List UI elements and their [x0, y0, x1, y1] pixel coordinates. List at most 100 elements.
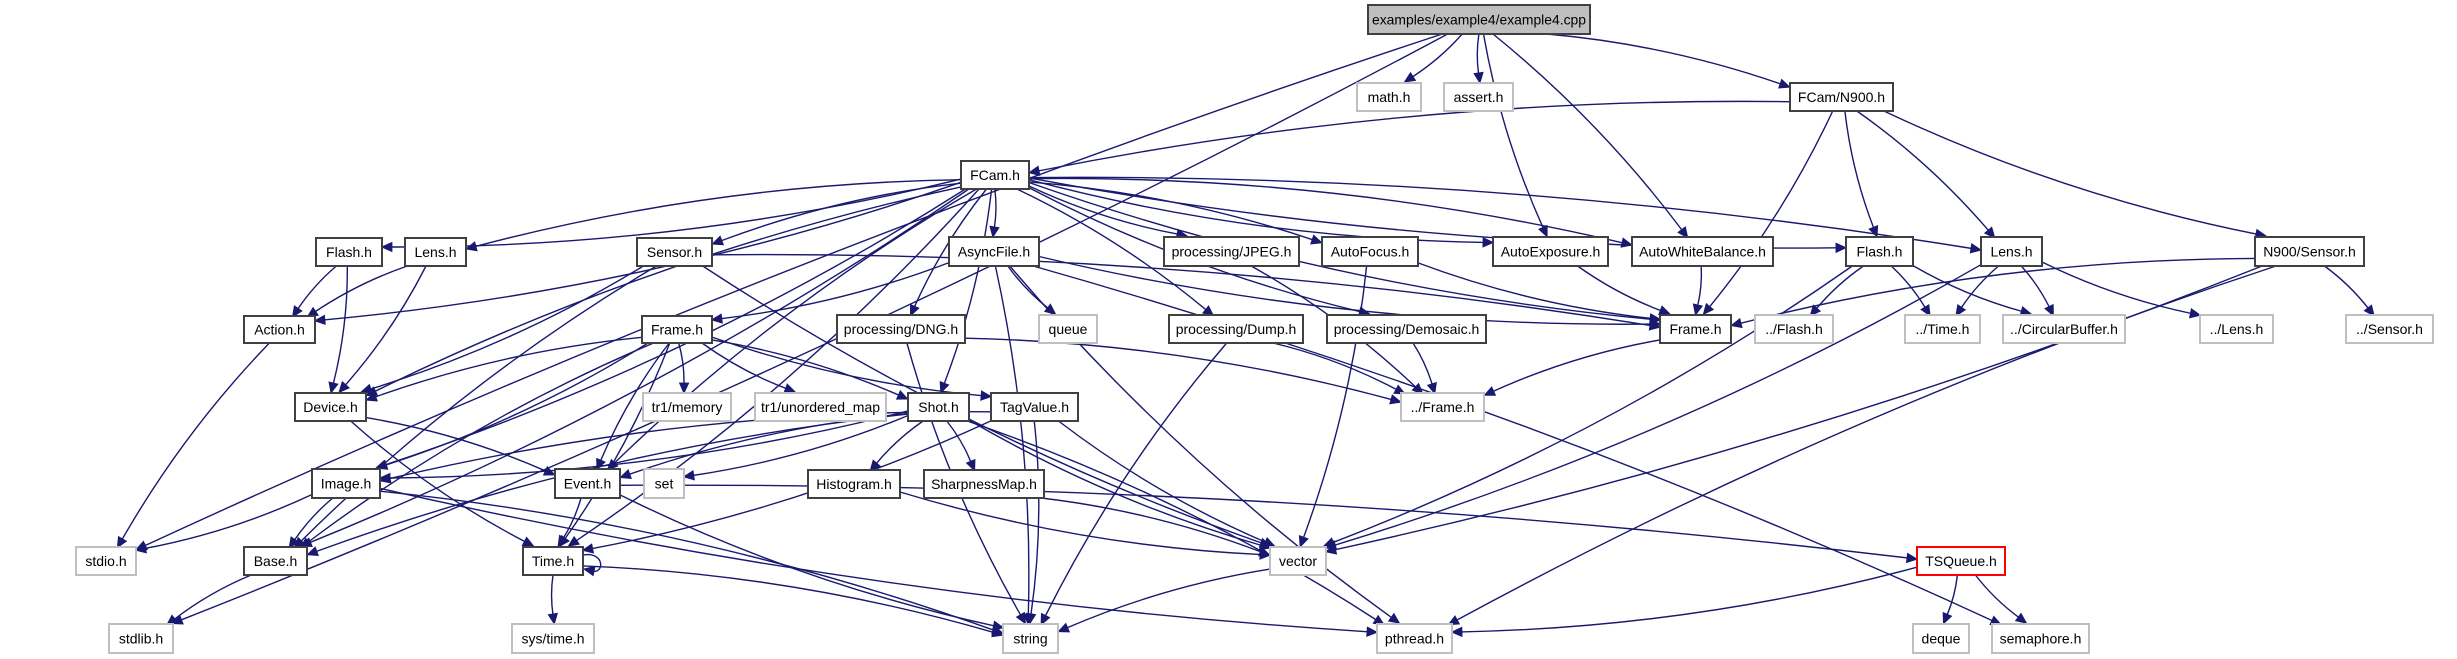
edge-line — [1028, 185, 1179, 235]
node-time-h-time[interactable]: Time.h — [522, 546, 584, 576]
node-base-h-base[interactable]: Base.h — [243, 546, 308, 576]
node-tr1-memory-tr1mem: tr1/memory — [642, 392, 732, 422]
node-box — [636, 237, 713, 267]
node-processing-jpeg-h-jpeg[interactable]: processing/JPEG.h — [1163, 236, 1300, 267]
node-fcam-h-fcam[interactable]: FCam.h — [960, 160, 1030, 190]
node-label: FCam/N900.h — [1798, 89, 1885, 105]
edge-device-to-time — [350, 420, 535, 547]
edge-tagvalue-to-time — [581, 420, 992, 554]
edge-line — [591, 420, 992, 550]
edge-line — [365, 416, 547, 472]
node-flash-h-flashL[interactable]: Flash.h — [315, 237, 383, 267]
edge-line — [1815, 265, 1864, 310]
edge-line — [1028, 177, 1624, 244]
arrowhead-icon — [379, 473, 392, 484]
edge-line — [307, 342, 654, 544]
node-sharpnessmap-h-sharpness[interactable]: SharpnessMap.h — [923, 469, 1045, 499]
node-image-h-image[interactable]: Image.h — [311, 468, 381, 499]
arrowhead-icon — [711, 235, 725, 246]
arrowhead-icon — [134, 543, 148, 554]
node-lens-h-lensR[interactable]: Lens.h — [1980, 236, 2043, 267]
node-n900-sensor-h-n900sensor[interactable]: N900/Sensor.h — [2254, 236, 2365, 267]
node-box — [315, 237, 383, 267]
arrowhead-icon — [521, 536, 535, 547]
node-frame-h-frameR[interactable]: Frame.h — [1659, 314, 1732, 344]
edge-dng-to-dframe — [964, 337, 1402, 405]
edge-line — [1412, 342, 1433, 386]
node-deque-deque: deque — [1912, 623, 1970, 654]
arrowhead-icon — [1027, 165, 1041, 176]
node-box — [522, 546, 584, 576]
edge-time-to-systime — [547, 574, 558, 626]
edge-line — [1708, 110, 1834, 308]
node-box — [1912, 623, 1970, 654]
node-processing-dump-h-dump[interactable]: processing/Dump.h — [1168, 314, 1304, 344]
edge-fcam-to-shot — [939, 188, 993, 394]
edge-line — [550, 574, 554, 616]
node-shot-h-shot[interactable]: Shot.h — [907, 392, 970, 422]
edge-autoexposure-to-frameR — [1577, 265, 1671, 316]
edge-asyncfile-to-queue — [1007, 265, 1057, 315]
edge-line — [379, 490, 995, 631]
node-fcam-n900-h-n900[interactable]: FCam/N900.h — [1789, 82, 1894, 112]
arrowhead-icon — [1298, 534, 1309, 548]
edge-line — [1411, 33, 1463, 78]
node-box — [1321, 236, 1419, 267]
node-tagvalue-h-tagvalue[interactable]: TagValue.h — [990, 392, 1079, 422]
node-autofocus-h-autofocus[interactable]: AutoFocus.h — [1321, 236, 1419, 267]
edge-time-to-string — [582, 565, 1004, 638]
node-box — [294, 392, 367, 422]
node-action-h-action[interactable]: Action.h — [243, 315, 316, 344]
node-frame-h-frameL[interactable]: Frame.h — [641, 315, 713, 344]
node-lens-h-lensL[interactable]: Lens.h — [404, 237, 467, 267]
edge-frameL-to-time — [558, 342, 671, 548]
node-label: Base.h — [254, 553, 298, 569]
arrowhead-icon — [2014, 612, 2028, 624]
edge-demosaic-to-dframe — [1412, 342, 1437, 395]
node-processing-demosaic-h-demosaic[interactable]: processing/Demosaic.h — [1326, 314, 1487, 344]
edge-shot-to-base — [306, 413, 909, 557]
node-examples-example4-example4-cpp-root[interactable]: examples/example4/example4.cpp — [1367, 4, 1591, 35]
edge-sensor-to-device — [360, 265, 644, 394]
arrowhead-icon — [1473, 71, 1484, 85]
edge-line — [144, 33, 1443, 547]
edge-fcam-to-jpeg — [1028, 185, 1189, 240]
arrowhead-icon — [965, 458, 976, 472]
node-autoexposure-h-autoexposure[interactable]: AutoExposure.h — [1492, 236, 1609, 267]
node-label: string — [1013, 631, 1047, 647]
node-asyncfile-h-asyncfile[interactable]: AsyncFile.h — [948, 236, 1040, 267]
edge-event-to-string — [619, 494, 1005, 631]
arrowhead-icon — [1658, 305, 1671, 316]
node-device-h-device[interactable]: Device.h — [294, 392, 367, 422]
edge-line — [994, 265, 1030, 616]
node-frame-h-dframe: ../Frame.h — [1400, 392, 1485, 422]
edge-root-to-assert — [1473, 33, 1484, 85]
node-label: ../Sensor.h — [2356, 321, 2423, 337]
node-box — [1400, 392, 1485, 422]
node-box — [1980, 236, 2043, 267]
edge-line — [2041, 261, 2192, 315]
arrowhead-icon — [619, 469, 632, 479]
edge-line — [474, 179, 962, 248]
node-set-set: set — [643, 468, 685, 499]
edge-line — [309, 188, 970, 544]
edge-line — [1482, 33, 1545, 229]
arrowhead-icon — [1310, 234, 1323, 245]
edge-line — [582, 565, 995, 634]
arrowhead-icon — [1778, 78, 1791, 89]
edge-line — [678, 342, 685, 385]
edge-line — [314, 265, 408, 313]
node-processing-dng-h-dng[interactable]: processing/DNG.h — [836, 314, 966, 344]
node-flash-h-flashR[interactable]: Flash.h — [1845, 236, 1914, 267]
node-sensor-h-dsensor: ../Sensor.h — [2345, 314, 2434, 344]
node-label: Image.h — [321, 476, 372, 492]
edge-line — [720, 182, 962, 242]
node-box — [990, 392, 1079, 422]
node-tsqueue-h-tsqueue[interactable]: TSQueue.h — [1916, 546, 2006, 576]
node-autowhitebalance-h-awb[interactable]: AutoWhiteBalance.h — [1631, 236, 1774, 267]
node-sensor-h-sensor[interactable]: Sensor.h — [636, 237, 713, 267]
node-histogram-h-histogram[interactable]: Histogram.h — [807, 469, 901, 499]
edge-lensR-to-dlens — [2041, 261, 2202, 319]
node-event-h-event[interactable]: Event.h — [554, 468, 621, 499]
